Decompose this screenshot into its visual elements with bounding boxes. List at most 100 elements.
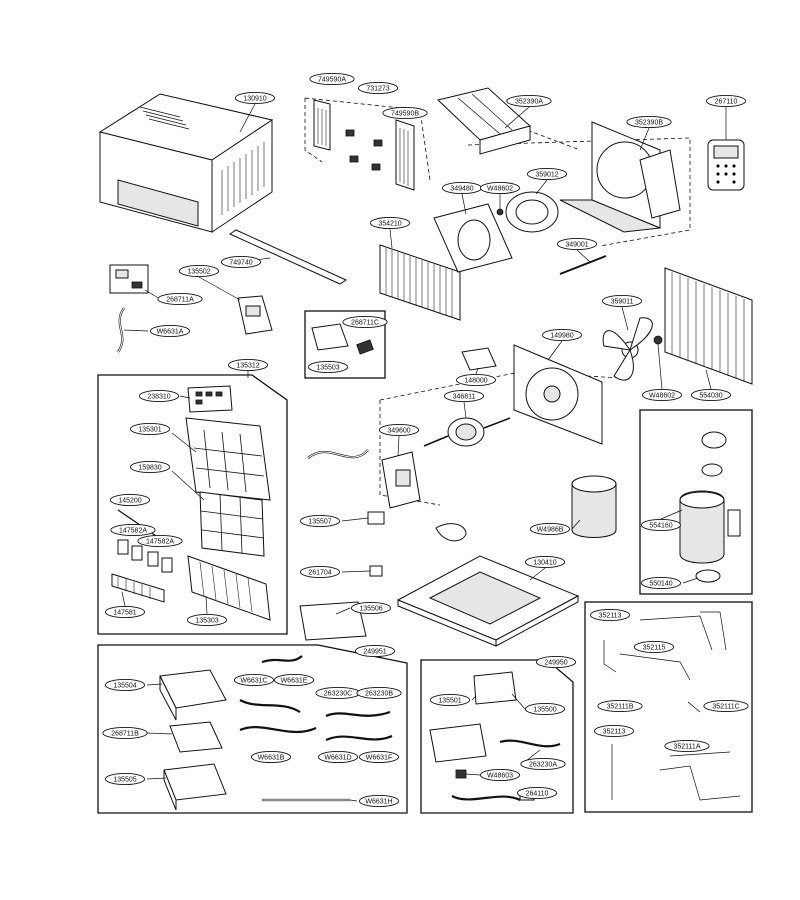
part-label-p149980: 149980 bbox=[541, 328, 583, 342]
part-label-oval bbox=[541, 328, 583, 342]
part-label-oval bbox=[157, 292, 203, 306]
part-label-p359012: 359012 bbox=[526, 167, 568, 181]
part-label-oval bbox=[443, 389, 485, 403]
part-label-oval bbox=[593, 724, 635, 738]
part-label-pW6631C: W6631C bbox=[233, 673, 275, 687]
part-label-pW6631H: W6631H bbox=[358, 794, 400, 808]
side-brackets bbox=[313, 99, 415, 191]
part-label-p263230C: 263230C bbox=[315, 686, 361, 700]
part-label-pW48602b: W48602 bbox=[641, 388, 683, 402]
part-labels: 130910749590A731273749590B352390A352390B… bbox=[102, 72, 749, 808]
part-label-p135507: 135507 bbox=[299, 514, 341, 528]
part-label-p135500: 135500 bbox=[524, 702, 566, 716]
control-panel-housing bbox=[237, 295, 273, 335]
part-label-text: 135301 bbox=[138, 426, 161, 433]
part-label-p147582B: 147582A bbox=[137, 534, 183, 548]
part-label-text: 346811 bbox=[453, 393, 476, 400]
part-label-text: 130410 bbox=[533, 559, 556, 566]
part-label-oval bbox=[479, 181, 521, 195]
motor-bracket-upper bbox=[433, 203, 513, 273]
control-cover bbox=[311, 323, 374, 355]
part-label-oval bbox=[524, 555, 566, 569]
part-label-p268711A: 268711A bbox=[157, 292, 203, 306]
part-label-oval bbox=[220, 255, 262, 269]
part-label-text: 135505 bbox=[113, 776, 136, 783]
part-label-oval bbox=[556, 237, 598, 251]
part-label-p352111C: 352111C bbox=[703, 699, 749, 713]
part-label-oval bbox=[137, 534, 183, 548]
part-label-text: W6631B bbox=[258, 754, 285, 761]
part-label-text: 352115 bbox=[643, 644, 666, 651]
part-label-text: 349600 bbox=[387, 427, 410, 434]
part-label-text: 268711C bbox=[351, 319, 379, 326]
part-label-oval bbox=[529, 522, 571, 536]
part-label-p135506: 135506 bbox=[350, 601, 392, 615]
fan-motor bbox=[423, 417, 511, 447]
part-label-p148000: 148000 bbox=[455, 373, 497, 387]
part-label-text: 147582A bbox=[119, 527, 147, 534]
part-label-text: W6631H bbox=[365, 798, 392, 805]
part-label-text: 352111B bbox=[607, 703, 634, 710]
part-label-oval bbox=[299, 565, 341, 579]
panel-frame-front-grille bbox=[97, 374, 288, 635]
panel-frame-tubing bbox=[584, 601, 753, 813]
part-label-oval bbox=[273, 673, 315, 687]
part-label-oval bbox=[178, 264, 220, 278]
part-label-oval bbox=[109, 493, 151, 507]
part-label-p268711B: 268711B bbox=[102, 726, 148, 740]
part-label-text: 352390A bbox=[515, 98, 543, 105]
tubing-parts bbox=[601, 611, 741, 801]
part-label-text: 550140 bbox=[649, 580, 672, 587]
part-label-text: W6631C bbox=[240, 677, 267, 684]
part-label-p352113: 352113 bbox=[589, 608, 631, 622]
part-label-p749590B: 749590B bbox=[382, 106, 428, 120]
part-label-p749740: 749740 bbox=[220, 255, 262, 269]
part-label-oval bbox=[479, 768, 521, 782]
part-label-p159830: 159830 bbox=[129, 460, 171, 474]
part-label-text: 148000 bbox=[464, 377, 487, 384]
part-label-oval bbox=[601, 294, 643, 308]
part-label-text: 249951 bbox=[363, 648, 386, 655]
part-label-text: 135507 bbox=[308, 518, 331, 525]
part-label-text: 354210 bbox=[378, 220, 401, 227]
part-label-pW6631E: W6631E bbox=[273, 673, 315, 687]
part-label-oval bbox=[104, 678, 146, 692]
part-label-oval bbox=[358, 750, 400, 764]
middle-lower-parts bbox=[299, 449, 617, 647]
part-label-p346811: 346811 bbox=[443, 389, 485, 403]
panel-frame-compressor bbox=[639, 409, 753, 595]
part-label-text: 263230B bbox=[365, 690, 393, 697]
part-label-oval bbox=[626, 115, 672, 129]
part-label-oval bbox=[129, 460, 171, 474]
part-label-oval bbox=[597, 699, 643, 713]
part-label-oval bbox=[129, 422, 171, 436]
part-label-text: 135506 bbox=[359, 605, 382, 612]
condenser-coil bbox=[664, 267, 753, 385]
part-label-oval bbox=[705, 94, 747, 108]
part-label-p349001: 349001 bbox=[556, 237, 598, 251]
part-label-p550140: 550140 bbox=[640, 576, 682, 590]
part-label-text: 749590B bbox=[391, 110, 419, 117]
part-label-p352113b: 352113 bbox=[593, 724, 635, 738]
part-label-oval bbox=[354, 644, 396, 658]
part-label-oval bbox=[641, 388, 683, 402]
part-label-oval bbox=[664, 739, 710, 753]
part-label-oval bbox=[357, 81, 399, 95]
part-label-oval bbox=[429, 693, 471, 707]
part-label-p238310: 238310 bbox=[138, 389, 180, 403]
part-label-text: 352111A bbox=[674, 743, 701, 750]
part-label-p147582A: 147582A bbox=[110, 523, 156, 537]
part-label-oval bbox=[378, 423, 420, 437]
part-label-p261704: 261704 bbox=[299, 565, 341, 579]
part-label-text: 238310 bbox=[147, 393, 170, 400]
part-label-oval bbox=[382, 106, 428, 120]
part-label-text: 352113 bbox=[599, 612, 622, 619]
part-label-p352390A: 352390A bbox=[506, 94, 552, 108]
part-label-text: 249950 bbox=[544, 659, 567, 666]
remote-control bbox=[707, 139, 745, 191]
part-label-oval bbox=[233, 673, 275, 687]
part-label-text: 359012 bbox=[535, 171, 558, 178]
evaporator-coil bbox=[379, 244, 461, 321]
panel-frame-control-cover bbox=[304, 310, 386, 379]
